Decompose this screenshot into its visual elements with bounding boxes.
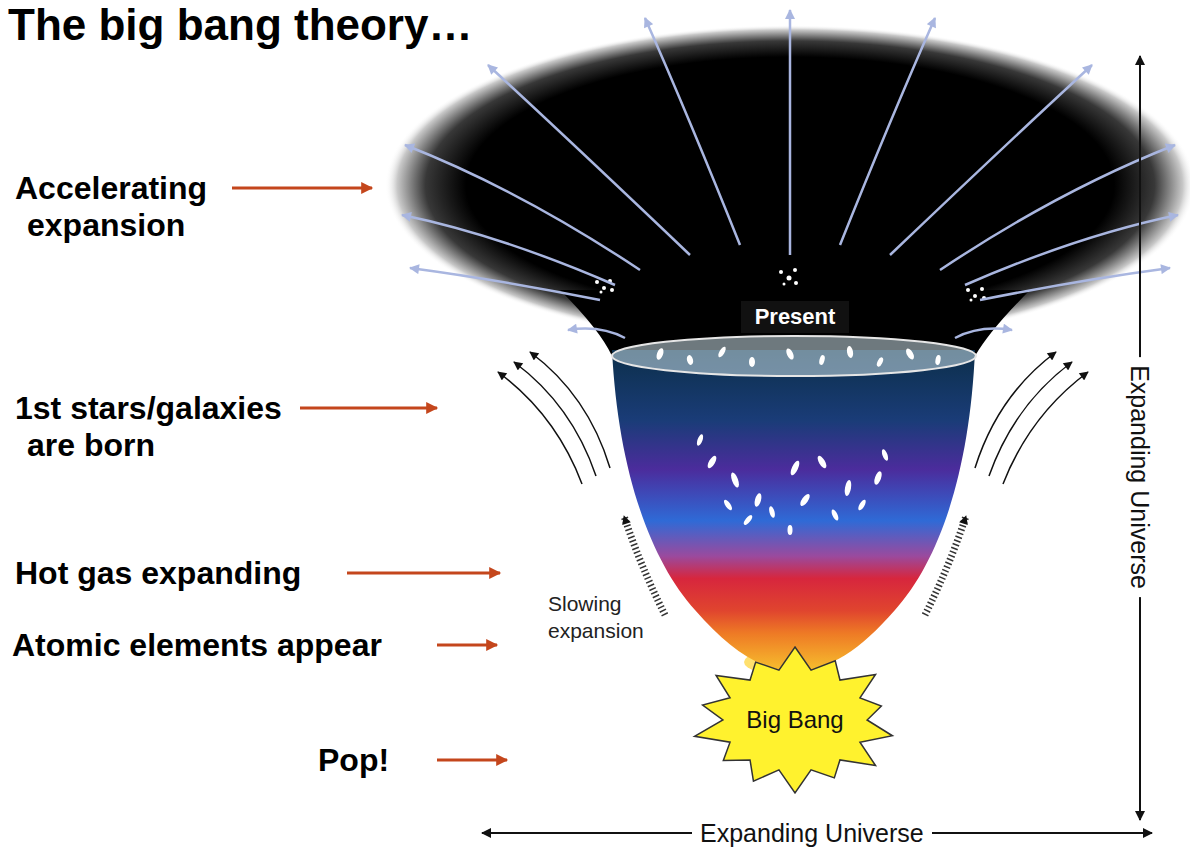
annotation-label: Slowing expansion (548, 590, 668, 645)
pointer-arrow (300, 407, 437, 410)
galaxy (876, 356, 885, 367)
slowing-arrow (925, 516, 966, 615)
galaxy (742, 514, 754, 526)
expansion-ray (965, 215, 1178, 285)
expansion-ray (568, 329, 625, 338)
galaxy (904, 347, 915, 360)
present-rim (612, 336, 976, 376)
expansion-arc (514, 362, 596, 476)
galaxy (793, 268, 797, 272)
node-text: Big Bang (746, 706, 843, 734)
galaxy-group (595, 268, 986, 535)
diagram-title: The big bang theory… (8, 0, 472, 51)
galaxy (873, 470, 883, 485)
galaxy (818, 355, 825, 366)
galaxy (794, 281, 798, 285)
galaxy (785, 347, 796, 360)
galaxy (783, 283, 786, 286)
galaxy (830, 509, 840, 522)
galaxy (768, 506, 776, 519)
galaxy (655, 347, 665, 360)
galaxy (881, 449, 890, 462)
galaxy (706, 454, 718, 469)
slowing-arrows (624, 516, 966, 615)
galaxy (610, 288, 614, 292)
galaxy (846, 346, 854, 359)
expansion-ray (405, 145, 640, 270)
stage-label: Accelerating expansion (15, 170, 277, 244)
galaxy (935, 355, 942, 366)
expansion-ray (488, 65, 690, 255)
pointer-arrow (437, 644, 497, 647)
expansion-ray (645, 18, 740, 245)
galaxy (696, 434, 705, 447)
galaxy (595, 280, 599, 284)
big-bang-burst: Big Bang (690, 645, 900, 795)
galaxy (729, 471, 740, 488)
galaxy (816, 454, 828, 469)
expansion-arc (498, 372, 582, 484)
galaxy (723, 499, 734, 512)
slowing-arrow (624, 516, 665, 615)
expansion-arc (1003, 372, 1088, 484)
galaxy (787, 276, 792, 281)
galaxy (966, 288, 970, 292)
expansion-ray (840, 18, 935, 245)
galaxy (857, 499, 867, 512)
expansion-rays (402, 10, 1178, 338)
node-text: Present (755, 304, 836, 329)
expansion-ray (410, 268, 600, 300)
stage-label: 1st stars/galaxies are born (15, 390, 317, 464)
galaxy (717, 346, 727, 359)
stage-label: Hot gas expanding (15, 555, 301, 592)
expansion-arcs (498, 352, 1088, 484)
stage-label: Pop! (318, 742, 389, 779)
galaxy (789, 459, 801, 476)
starburst-outline (695, 647, 893, 793)
expansion-ray (980, 268, 1170, 300)
expansion-ray (789, 10, 792, 255)
galaxy (686, 354, 694, 365)
pointer-arrows (232, 188, 507, 760)
stage-label: Atomic elements appear (12, 627, 382, 664)
pointer-arrow (437, 759, 507, 762)
present-box: Present (741, 301, 850, 333)
pointer-arrow (232, 187, 372, 190)
galaxy (788, 525, 793, 535)
galaxy (844, 480, 853, 497)
galaxy (600, 291, 603, 294)
galaxy (602, 286, 606, 290)
axis-label: Expanding Universe (1125, 357, 1155, 597)
expansion-arc (989, 362, 1072, 476)
galaxy (749, 357, 755, 367)
galaxy (753, 492, 762, 507)
galaxy (970, 299, 973, 302)
pointer-arrow (347, 572, 500, 575)
expansion-arc (975, 352, 1056, 468)
expansion-ray (890, 65, 1092, 255)
axis-label: Expanding Universe (692, 818, 932, 848)
galaxy (799, 493, 812, 508)
expansion-ray (955, 329, 1012, 338)
galaxy (779, 270, 783, 274)
expansion-ray (402, 215, 615, 285)
universe-cone (612, 350, 975, 672)
galaxy (973, 294, 977, 298)
galaxy (980, 287, 984, 291)
expansion-arc (530, 352, 610, 468)
